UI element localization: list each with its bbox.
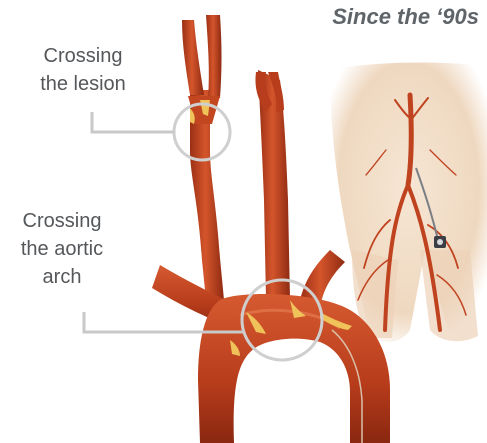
label-line: the lesion bbox=[18, 70, 148, 98]
label-line: Crossing bbox=[18, 42, 148, 70]
label-crossing-lesion: Crossing the lesion bbox=[18, 42, 148, 98]
label-line: the aortic bbox=[6, 235, 118, 263]
lesion-leader-line bbox=[92, 112, 174, 132]
label-line: arch bbox=[6, 263, 118, 291]
label-line: Crossing bbox=[6, 207, 118, 235]
title: Since the ‘90s bbox=[332, 4, 479, 30]
right-carotid-branch bbox=[255, 70, 290, 300]
label-crossing-aortic-arch: Crossing the aortic arch bbox=[6, 207, 118, 291]
